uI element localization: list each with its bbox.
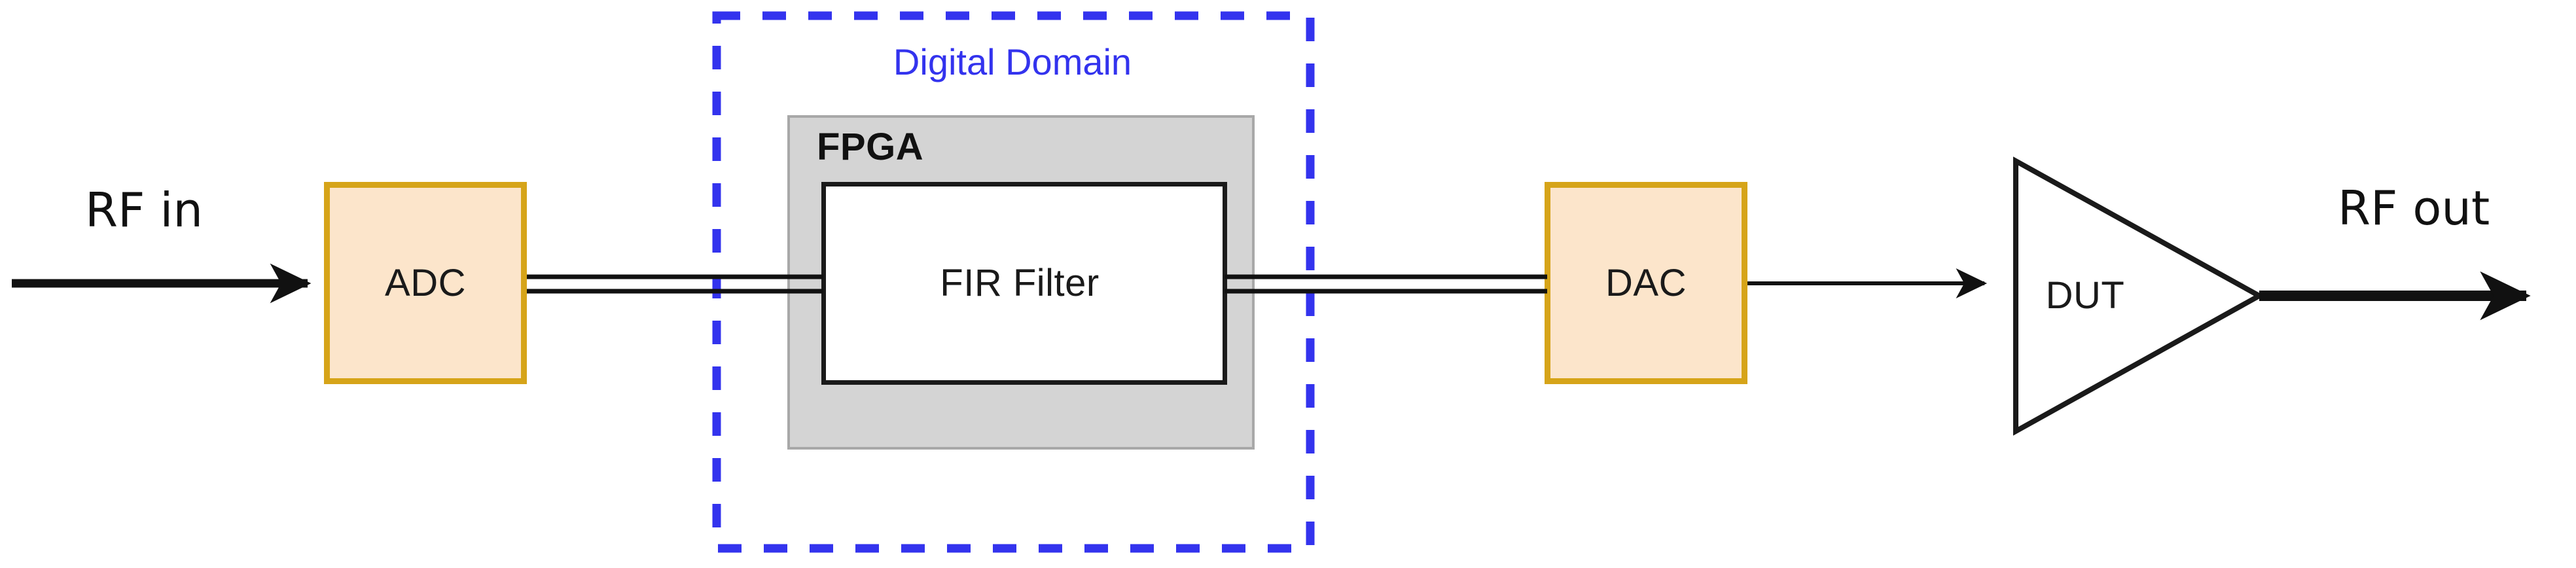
dac-block-label: DAC [1605,262,1687,304]
rf-in-label: RF in [85,183,203,238]
rf-out-label: RF out [2338,181,2490,236]
fpga-container-label: FPGA [817,126,924,168]
connector-adc-to-fir-bus [527,274,823,294]
dac-block[interactable] [1545,182,1747,384]
digital-domain-boundary [712,11,1315,553]
dut-amplifier-symbol[interactable] [2013,156,2265,436]
adc-block-label: ADC [385,262,466,304]
dut-block-label: DUT [2045,274,2125,317]
adc-block[interactable] [324,182,527,384]
fir-filter-block-label: FIR Filter [940,262,1100,304]
connector-fir-to-dac-bus [1225,274,1547,294]
fir-filter-block[interactable] [821,182,1227,385]
digital-domain-label: Digital Domain [893,41,1132,82]
